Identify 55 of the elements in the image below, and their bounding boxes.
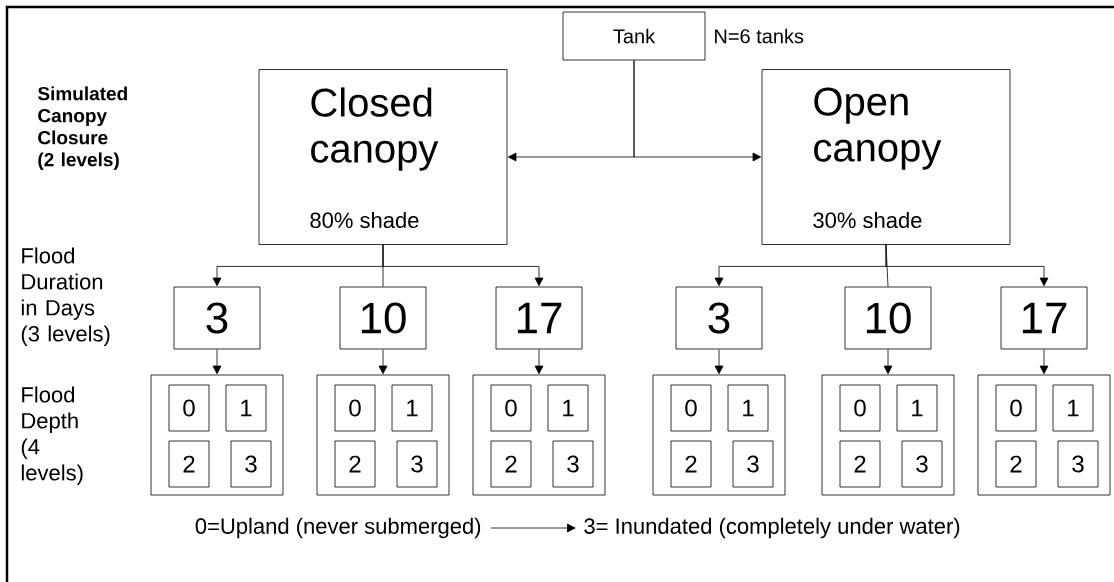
duration-box: 17 (495, 286, 583, 350)
depth-box: 0 (168, 384, 210, 432)
depth-box: 2 (670, 440, 712, 488)
plot-box (150, 374, 284, 496)
depth-box: 1 (896, 384, 938, 432)
row-label: Simulated Canopy Closure (2 levels) (37, 86, 127, 171)
legend-text: 3= Inundated (completely under water) (584, 517, 960, 539)
row-label: Flood Duration in Days (3 levels) (21, 247, 110, 346)
depth-box: 0 (490, 384, 532, 432)
plot-box (821, 374, 955, 496)
tank-box: Tank (562, 11, 706, 61)
depth-box: 3 (901, 440, 943, 488)
duration-box: 10 (844, 286, 932, 350)
arrow (1039, 349, 1049, 375)
depth-box: 3 (396, 440, 438, 488)
arrow (378, 349, 388, 375)
depth-box: 1 (225, 384, 267, 432)
arrow (883, 349, 893, 375)
depth-box: 0 (334, 384, 376, 432)
arrow (382, 244, 544, 287)
arrow (633, 60, 762, 162)
depth-box: 1 (727, 384, 769, 432)
legend-text: 0=Upland (never submerged) (195, 517, 481, 539)
arrow (534, 349, 544, 375)
depth-box: 2 (490, 440, 532, 488)
depth-box: 3 (230, 440, 272, 488)
arrow (714, 349, 724, 375)
depth-box: 1 (1052, 384, 1094, 432)
note-text: N=6 tanks (715, 28, 804, 44)
canopy-box: Open canopy 30% shade (761, 69, 1011, 245)
canopy-box: Closed canopy 80% shade (258, 69, 508, 245)
depth-box: 3 (1057, 440, 1099, 488)
depth-box: 2 (168, 440, 210, 488)
arrow (885, 244, 1049, 287)
duration-box: 17 (1000, 286, 1088, 350)
plot-box (652, 374, 786, 496)
depth-box: 0 (670, 384, 712, 432)
depth-box: 1 (391, 384, 433, 432)
arrow (212, 349, 222, 375)
depth-box: 1 (547, 384, 589, 432)
depth-box: 3 (552, 440, 594, 488)
depth-box: 0 (839, 384, 881, 432)
depth-box: 2 (995, 440, 1037, 488)
duration-box: 3 (173, 286, 261, 350)
depth-box: 0 (995, 384, 1037, 432)
duration-box: 10 (339, 286, 427, 350)
depth-box: 2 (334, 440, 376, 488)
plot-box (316, 374, 450, 496)
plot-box (977, 374, 1111, 496)
row-label: Flood Depth (4 levels) (21, 386, 83, 485)
depth-box: 2 (839, 440, 881, 488)
plot-box (472, 374, 606, 496)
duration-box: 3 (675, 286, 763, 350)
arrow (567, 523, 576, 533)
depth-box: 3 (732, 440, 774, 488)
